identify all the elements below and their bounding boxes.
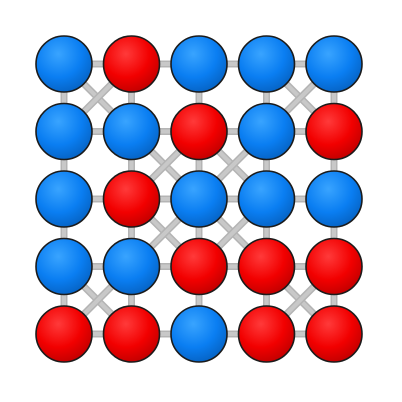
blue-node[interactable] [237,170,296,228]
red-node[interactable] [237,305,296,363]
blue-node[interactable] [35,170,93,228]
node-layer [35,35,363,363]
blue-node[interactable] [35,102,93,161]
red-node[interactable] [170,237,228,296]
blue-node[interactable] [170,35,228,93]
red-node[interactable] [102,170,161,228]
red-node[interactable] [305,305,363,363]
red-node[interactable] [102,35,161,93]
red-node[interactable] [305,237,363,296]
blue-node[interactable] [35,237,93,296]
blue-node[interactable] [170,170,228,228]
red-node[interactable] [237,237,296,296]
blue-node[interactable] [102,102,161,161]
blue-node[interactable] [237,102,296,161]
blue-node[interactable] [305,170,363,228]
blue-node[interactable] [237,35,296,93]
red-node[interactable] [170,102,228,161]
blue-node[interactable] [305,35,363,93]
red-node[interactable] [305,102,363,161]
blue-node[interactable] [102,237,161,296]
blue-node[interactable] [170,305,228,363]
red-node[interactable] [35,305,93,363]
red-node[interactable] [102,305,161,363]
blue-node[interactable] [35,35,93,93]
